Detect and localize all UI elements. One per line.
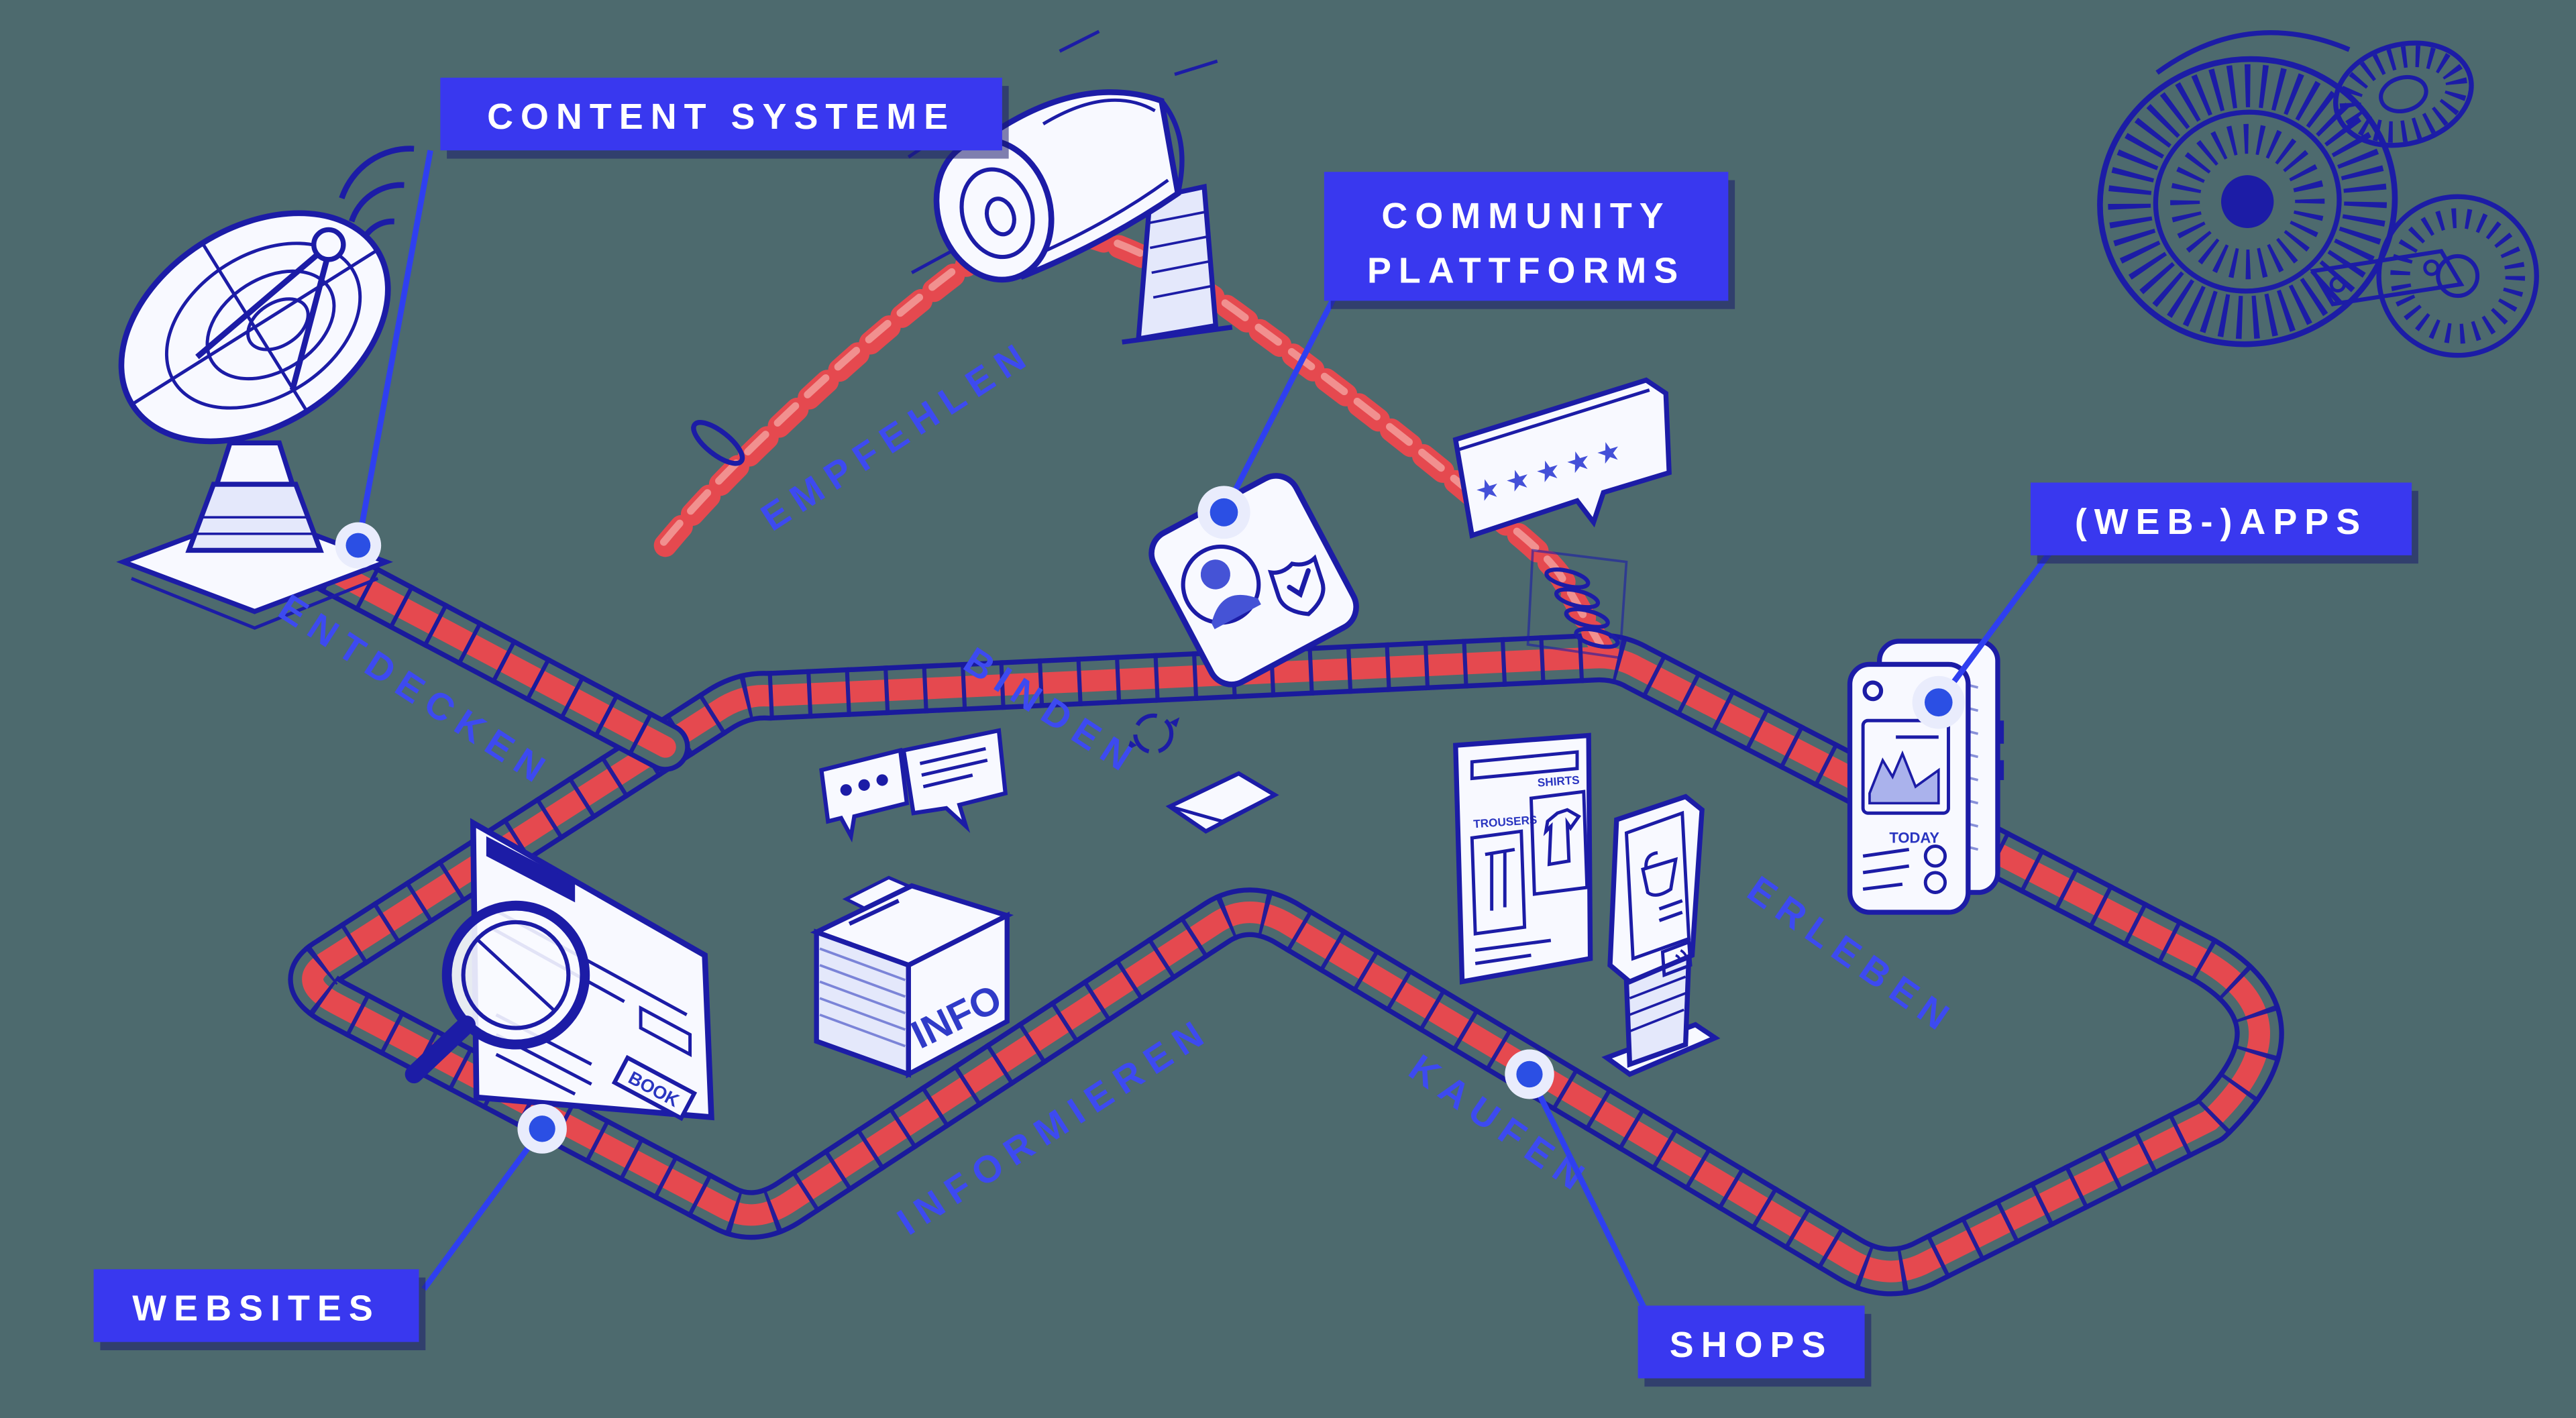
connector-content-systeme xyxy=(355,150,433,546)
star-rating-icon: ★★★★★ xyxy=(1452,377,1672,539)
journey-step-empfehlen: EMPFEHLEN xyxy=(753,331,1040,539)
marker-shops[interactable] xyxy=(1505,1049,1554,1099)
connector-websites xyxy=(421,1127,545,1291)
chat-bubbles-icon xyxy=(819,728,1008,843)
callout-community-line2: PLATTFORMS xyxy=(1367,250,1685,290)
phone-today-label: TODAY xyxy=(1889,830,1939,847)
callout-shops[interactable]: SHOPS xyxy=(1638,1305,1872,1387)
conveyor-loop xyxy=(288,633,2284,1297)
connector-webapps xyxy=(1936,550,2053,704)
callout-webapps[interactable]: (WEB-)APPS xyxy=(2030,482,2418,564)
marker-community[interactable] xyxy=(1197,486,1250,539)
shop-sign-shirts: SHIRTS xyxy=(1537,773,1580,789)
callout-websites[interactable]: WEBSITES xyxy=(93,1269,426,1350)
engine-icon xyxy=(2097,30,2539,358)
satellite-dish-icon xyxy=(116,146,415,630)
marker-websites[interactable] xyxy=(517,1103,567,1154)
sync-icon xyxy=(1127,713,1180,755)
connector-community xyxy=(1221,296,1337,514)
callout-community-line1: COMMUNITY xyxy=(1381,196,1670,236)
callout-content-systeme-label: CONTENT SYSTEME xyxy=(487,97,955,137)
callout-shops-label: SHOPS xyxy=(1670,1325,1833,1365)
info-desk-icon: INFO xyxy=(810,875,1014,1079)
callout-webapps-label: (WEB-)APPS xyxy=(2075,502,2367,542)
callout-content-systeme[interactable]: CONTENT SYSTEME xyxy=(440,77,1009,159)
community-card-icon xyxy=(1148,473,1359,688)
connector-shops xyxy=(1527,1073,1652,1321)
megaphone-icon xyxy=(907,30,1233,345)
envelope-icon xyxy=(1165,771,1279,834)
shop-storefront-icon: TROUSERS SHIRTS xyxy=(1453,732,1593,985)
kiosk-icon xyxy=(1601,794,1721,1077)
marker-webapps[interactable] xyxy=(1912,675,1965,729)
callout-community-plattforms[interactable]: COMMUNITY PLATTFORMS xyxy=(1324,172,1735,309)
callout-websites-label: WEBSITES xyxy=(132,1288,380,1328)
marker-content-systeme[interactable] xyxy=(335,522,382,569)
browser-window-icon: BOOK xyxy=(405,818,714,1122)
